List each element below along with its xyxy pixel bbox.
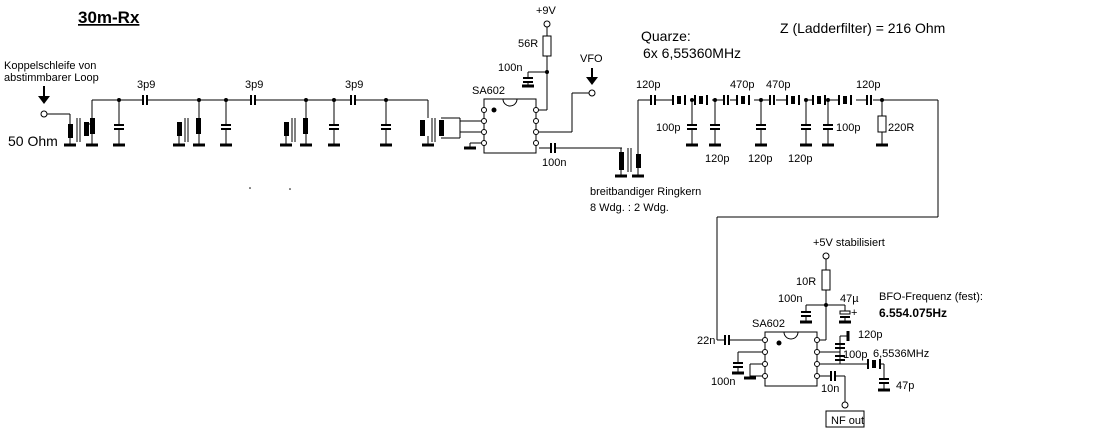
pd-bfo-crystal xyxy=(840,359,885,378)
resonator-2 xyxy=(280,100,312,147)
pd-electrolytic-cap: + xyxy=(839,305,857,324)
schematic-title: 30m-Rx xyxy=(78,8,140,27)
coupling-cap-2-label: 3p9 xyxy=(245,79,263,91)
coupling-cap-3 xyxy=(350,95,356,105)
vfo-label: VFO xyxy=(580,53,603,65)
pd-pin1-dot xyxy=(776,340,782,346)
pd-output-cap-label: 10n xyxy=(821,383,839,395)
pd-ic-notch xyxy=(783,331,799,340)
input-output-transformer xyxy=(420,100,461,147)
loop-label-line-2: abstimmbarer Loop xyxy=(4,72,99,84)
quartz-spec: 6x 6,55360MHz xyxy=(643,45,741,61)
if-route-wire xyxy=(716,100,939,341)
mixer-ic-label: SA602 xyxy=(472,85,505,97)
pd-osc-cap-1-label: 120p xyxy=(858,329,882,341)
mixer-decoupling-cap xyxy=(522,71,547,88)
pd-decoupling-cap xyxy=(800,304,845,324)
ladder-cap-2-label: 470p xyxy=(730,79,754,91)
mixer-decoupling-label: 100n xyxy=(498,62,522,74)
mixer-input-wiring xyxy=(460,120,481,150)
nf-out-terminal xyxy=(841,401,849,409)
ladder-shunt-upper-1-label: 100p xyxy=(656,122,680,134)
mixer-pins xyxy=(481,107,539,146)
ladder-cap-3-label: 470p xyxy=(766,79,790,91)
ladder-cap-1-label: 120p xyxy=(636,79,660,91)
pd-crystal-label: 6,5536MHz xyxy=(873,348,929,360)
resonator-1 xyxy=(173,100,205,147)
loop-label-line-1: Koppelschleife von xyxy=(4,60,96,72)
mixer-pin1-dot xyxy=(491,107,497,113)
ladder-impedance-note: Z (Ladderfilter) = 216 Ohm xyxy=(780,20,945,36)
mixer-supply-terminal xyxy=(543,20,551,28)
ladder-shunt-cap-5 xyxy=(822,100,834,147)
ladder-shunt-lower-1-label: 120p xyxy=(705,153,729,165)
pd-trim-cap-label: 47p xyxy=(896,380,914,392)
ladder-shunt-upper-2-label: 100p xyxy=(836,122,860,134)
vfo-arrow-icon xyxy=(586,68,598,85)
bfo-label: BFO-Frequenz (fest): xyxy=(879,291,983,303)
mixer-ic xyxy=(483,98,537,154)
pd-resistor-label: 10R xyxy=(796,276,816,288)
vfo-terminal xyxy=(588,89,596,97)
bfo-frequency: 6.554.075Hz xyxy=(879,306,947,320)
mixer-supply-label: +9V xyxy=(536,5,557,17)
pd-ic-label: SA602 xyxy=(752,318,785,330)
shunt-cap-3 xyxy=(328,100,340,147)
pd-trim-cap xyxy=(878,378,890,392)
ladder-shunt-lower-2-label: 120p xyxy=(748,153,772,165)
pd-pin-cap-label: 100n xyxy=(711,376,735,388)
mixer-resistor-label: 56R xyxy=(518,38,538,50)
input-impedance-label: 50 Ohm xyxy=(8,133,58,149)
coupling-cap-3-label: 3p9 xyxy=(345,79,363,91)
stray-dot-1 xyxy=(249,187,251,189)
mixer-output-cap-label: 100n xyxy=(542,157,566,169)
ladder-shunt-lower-3-label: 120p xyxy=(788,153,812,165)
pd-input-cap xyxy=(724,335,762,345)
mixer-output-cap xyxy=(539,143,622,153)
ladder-series-caps xyxy=(723,95,873,105)
ring-core-label-1: breitbandiger Ringkern xyxy=(590,186,701,198)
pd-pins xyxy=(762,337,820,379)
shunt-cap-4 xyxy=(380,100,392,147)
nf-out-label: NF out xyxy=(831,415,864,427)
pd-pin-cap xyxy=(732,351,762,380)
pd-supply-terminal xyxy=(822,252,830,260)
ladder-crystals xyxy=(672,95,856,105)
mixer-ic-notch xyxy=(502,98,518,107)
pd-osc-cap-2 xyxy=(820,355,845,365)
pd-output-cap xyxy=(820,371,846,402)
mixer-resistor xyxy=(542,35,552,57)
ring-core-label-2: 8 Wdg. : 2 Wdg. xyxy=(590,202,669,214)
shunt-cap-2 xyxy=(220,100,232,147)
shunt-cap-1 xyxy=(113,100,125,147)
coupling-cap-2 xyxy=(250,95,256,105)
input-arrow-icon xyxy=(38,86,50,104)
ladder-shunt-cap-1 xyxy=(686,100,698,147)
quartz-label: Quarze: xyxy=(641,28,691,44)
coupling-cap-1-label: 3p9 xyxy=(137,79,155,91)
svg-text:+: + xyxy=(851,307,857,319)
pd-ic xyxy=(764,331,818,387)
pd-electrolytic-label: 47µ xyxy=(840,293,859,305)
ladder-termination-label: 220R xyxy=(888,122,914,134)
stray-dot-2 xyxy=(289,188,291,190)
ladder-shunt-cap-4 xyxy=(800,100,812,147)
pd-decoupling-label: 100n xyxy=(778,293,802,305)
ladder-termination-resistor xyxy=(876,100,888,147)
ladder-cap-4-label: 120p xyxy=(856,79,880,91)
ladder-input-cap xyxy=(650,95,656,105)
ladder-shunt-cap-2 xyxy=(709,100,721,147)
antenna-input-terminal xyxy=(40,110,48,118)
vfo-wire xyxy=(539,92,589,133)
coupling-cap-1 xyxy=(142,95,148,105)
pd-supply-label: +5V stabilisiert xyxy=(813,237,885,249)
pd-resistor xyxy=(821,269,831,291)
pd-input-cap-label: 22n xyxy=(697,335,715,347)
ladder-shunt-cap-3 xyxy=(755,100,767,147)
pd-osc-cap-2-label: 100p xyxy=(843,349,867,361)
nf-out-box xyxy=(825,410,865,428)
input-transformer xyxy=(64,100,98,147)
ring-core-transformer xyxy=(615,100,644,178)
